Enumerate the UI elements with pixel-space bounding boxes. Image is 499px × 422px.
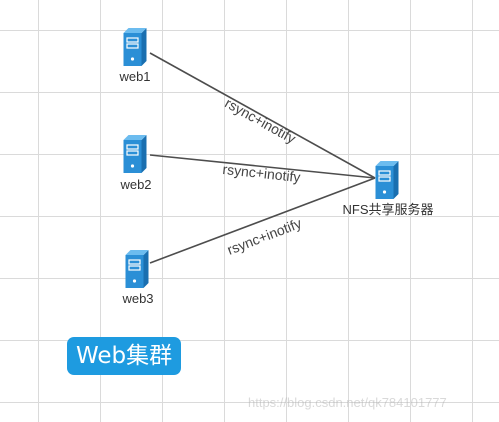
nodes-layer: web1 web2 web3 NFS共享服务器 bbox=[118, 28, 434, 306]
edge-label-web3: rsync+inotify bbox=[225, 215, 304, 258]
edges-layer: rsync+inotify rsync+inotify rsync+inotify bbox=[149, 52, 376, 264]
edge-web1-to-nfs bbox=[149, 52, 376, 179]
server-icon bbox=[375, 161, 399, 199]
node-label-web3: web3 bbox=[121, 291, 153, 306]
server-icon bbox=[123, 135, 147, 173]
cluster-label-badge: Web集群 bbox=[67, 337, 182, 375]
node-label-web1: web1 bbox=[118, 69, 150, 84]
server-icon bbox=[123, 28, 147, 66]
node-label-web2: web2 bbox=[119, 177, 151, 192]
node-web3: web3 bbox=[121, 250, 154, 306]
server-icon bbox=[125, 250, 149, 288]
edge-web2-to-nfs bbox=[149, 154, 376, 179]
node-label-nfs: NFS共享服务器 bbox=[342, 202, 433, 217]
node-web2: web2 bbox=[119, 135, 152, 192]
node-web1: web1 bbox=[118, 28, 151, 84]
edge-label-web1: rsync+inotify bbox=[222, 95, 298, 147]
edge-label-web2: rsync+inotify bbox=[222, 161, 301, 185]
edge-web3-to-nfs bbox=[149, 177, 376, 264]
node-nfs: NFS共享服务器 bbox=[342, 161, 434, 217]
watermark-text: https://blog.csdn.net/qk784101777 bbox=[248, 395, 447, 410]
